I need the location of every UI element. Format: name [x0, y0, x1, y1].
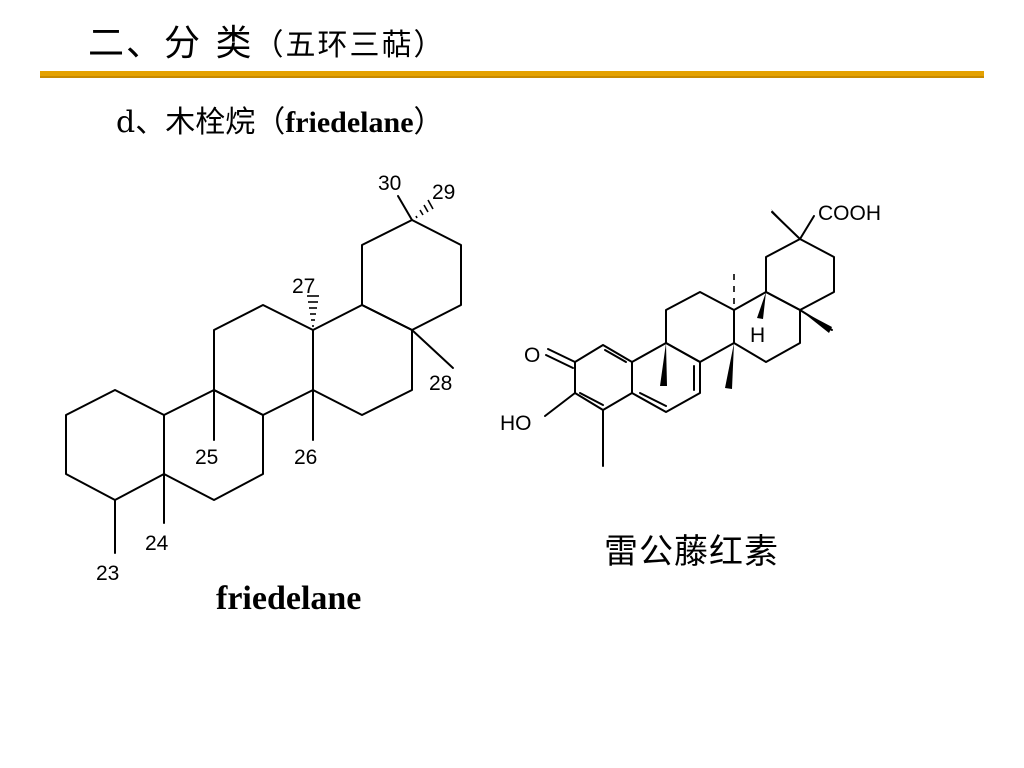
subtitle-suffix: ）: [413, 105, 444, 140]
hydroxy-bond: [544, 392, 576, 417]
celastrol-ring-c: [665, 291, 735, 363]
celastrol-ring-a: [574, 344, 633, 411]
friedelane-caption: friedelane: [216, 580, 362, 617]
title-paren: （五环三萜）: [253, 28, 446, 63]
atom-cooh: COOH: [818, 202, 881, 225]
carbon-number-26: 26: [294, 446, 317, 469]
friedelane-ring-e: [361, 219, 462, 331]
subtitle-prefix: d、木栓烷（: [116, 105, 286, 140]
carbon-number-24: 24: [145, 532, 169, 555]
solid-wedge-d-right: [800, 310, 832, 333]
title-underline: [40, 71, 984, 76]
carbonyl-bond-2: [545, 354, 574, 369]
celastrol-caption: 雷公藤红素: [604, 532, 779, 572]
carbon-number-28: 28: [429, 372, 452, 395]
solid-wedge-ring-cd: [725, 343, 734, 389]
methyl-29-hashed-wedge: [415, 199, 434, 219]
carbonyl-bond: [547, 348, 576, 363]
friedelane-ring-a: [65, 389, 165, 501]
atom-oxo: O: [524, 344, 540, 367]
friedelane-structure: [65, 195, 462, 554]
section-subtitle: d、木栓烷（friedelane）: [116, 97, 444, 141]
title-main: 二、分 类: [88, 23, 254, 64]
subtitle-name: friedelane: [285, 106, 414, 139]
carbon-number-29: 29: [432, 181, 455, 204]
methyl-27-hashed-wedge: [307, 295, 319, 327]
solid-wedge-e-top: [771, 209, 800, 239]
cooh-bond: [799, 215, 815, 240]
friedelane-ring-c: [213, 304, 314, 416]
solid-wedge-ring-bc: [660, 343, 667, 386]
solid-wedge-h: [757, 292, 766, 319]
carbon-number-23: 23: [96, 562, 119, 585]
methyl-28-bond: [411, 329, 454, 369]
carbon-number-25: 25: [195, 446, 218, 469]
methyl-30-bond: [397, 195, 413, 221]
celastrol-structure: [544, 211, 835, 467]
carbon-number-30: 30: [378, 172, 401, 195]
carbon-number-27: 27: [292, 275, 315, 298]
celastrol-wedges: [660, 209, 832, 389]
atom-h: H: [750, 324, 765, 347]
page-title: 二、分 类（五环三萜）: [88, 14, 445, 66]
atom-hydroxy: HO: [500, 412, 532, 435]
celastrol-ring-d: [733, 291, 801, 363]
celastrol-ring-e: [765, 238, 835, 311]
